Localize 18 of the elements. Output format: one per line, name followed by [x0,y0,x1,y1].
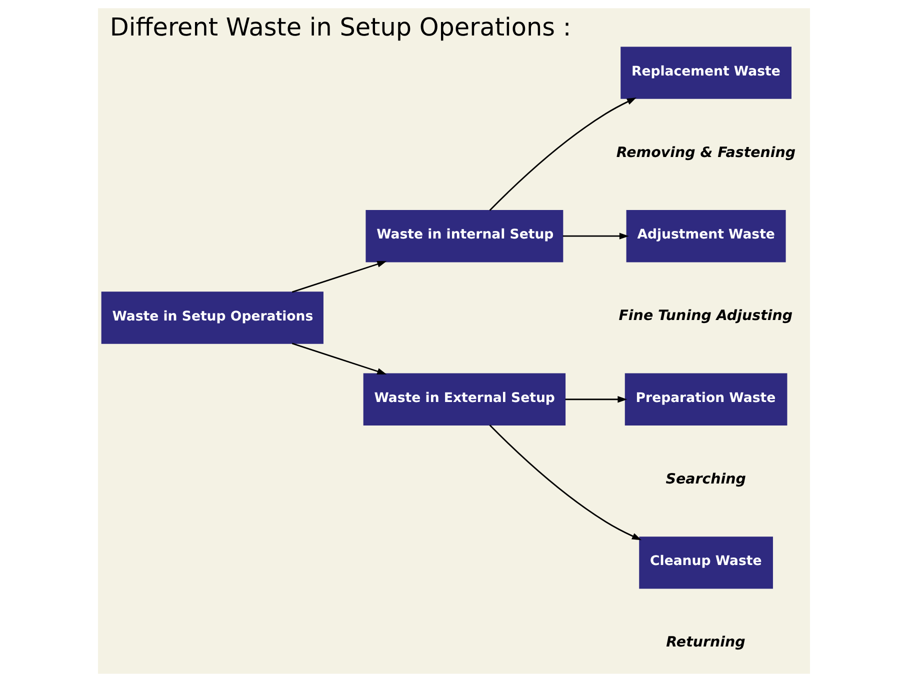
node-box: Adjustment Waste [626,210,786,262]
node-box: Waste in External Setup [362,373,566,426]
node-label: Removing & Fastening [616,144,796,161]
node-box: Cleanup Waste [638,536,772,589]
node-box: Replacement Waste [620,46,791,99]
diagram-title: Different Waste in Setup Operations : [109,12,571,42]
arrow [291,342,386,375]
arrow [488,98,636,211]
arrow [488,424,642,540]
node-label: Fine Tuning Adjusting [618,308,792,324]
node-label: Returning [666,634,745,651]
arrow [562,232,628,240]
node-box: Preparation Waste [624,373,787,426]
arrow [291,260,386,293]
arrow [564,396,627,403]
node-box: Waste in Setup Operations [100,292,323,344]
node-box: Waste in internal Setup [365,210,563,262]
node-label: Searching [665,471,746,488]
